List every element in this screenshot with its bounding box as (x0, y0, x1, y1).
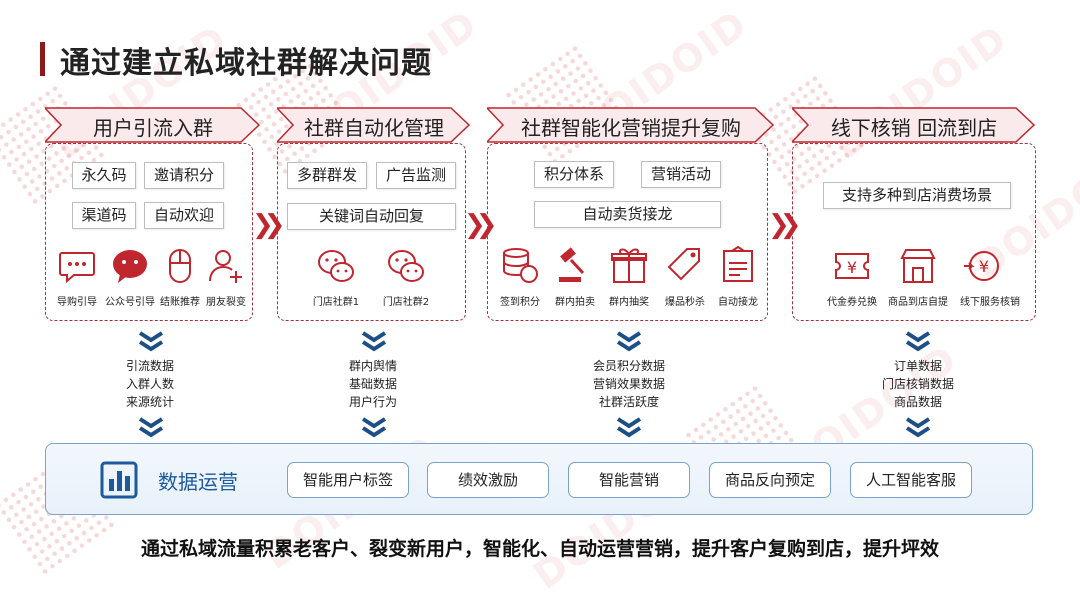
ops-smart-user-tags: 智能用户标签 (287, 462, 409, 498)
data-item: 入群人数 (125, 377, 174, 391)
chevron-down-icon (361, 331, 387, 352)
data-item: 用户行为 (348, 395, 397, 409)
tag-multi-consumption-scenes: 支持多种到店消费场景 (823, 182, 1011, 209)
add-user-icon (209, 250, 242, 283)
ops-reverse-preorder: 商品反向预定 (709, 462, 831, 498)
stage-4-title: 线下核销 回流到店 (830, 116, 998, 140)
tag-auto-welcome: 自动欢迎 (144, 202, 224, 229)
icon-label: 公众号引导 (105, 297, 155, 308)
stage-1-data: 引流数据 入群人数 来源统计 (110, 357, 190, 411)
wechat-icon (113, 250, 147, 283)
chat-icon (59, 252, 95, 284)
stage-4-header: 线下核销 回流到店 (792, 107, 1036, 143)
data-item: 会员积分数据 (592, 359, 665, 373)
chevron-down-icon (138, 331, 164, 352)
ops-ai-customer-service: 人工智能客服 (850, 462, 972, 498)
chevron-down-icon (616, 331, 642, 352)
data-item: 社群活跃度 (598, 395, 659, 409)
wechat-icon (318, 250, 354, 282)
svg-text:¥: ¥ (979, 257, 989, 276)
data-item: 商品数据 (893, 395, 942, 409)
chevron-down-icon (905, 331, 931, 352)
coins-icon (503, 248, 538, 283)
chevron-down-icon (616, 417, 642, 438)
chevron-down-icon (138, 417, 164, 438)
receipt-icon (723, 245, 753, 282)
tag-marketing-activity: 营销活动 (641, 161, 721, 188)
data-operations-label: 数据运营 (158, 470, 238, 494)
icon-label: 朋友裂变 (206, 297, 246, 308)
icon-label: 代金券兑换 (827, 297, 877, 308)
tag-invite-points: 邀请积分 (144, 162, 224, 189)
tag-channel-code: 渠道码 (72, 202, 136, 229)
tag-permanent-code: 永久码 (72, 162, 136, 189)
icon-label: 门店社群1 (312, 297, 360, 308)
tag-multi-group-send: 多群群发 (287, 162, 367, 189)
tag-keyword-auto-reply: 关键词自动回复 (287, 203, 456, 230)
title-accent-bar (40, 42, 45, 76)
data-item: 营销效果数据 (592, 377, 665, 391)
stage-2-header: 社群自动化管理 (277, 107, 471, 143)
icon-label: 群内抽奖 (609, 297, 649, 308)
data-item: 引流数据 (125, 359, 174, 373)
chevron-down-icon (905, 417, 931, 438)
stage-2-box (277, 143, 466, 321)
store-icon (900, 249, 936, 283)
stage-3-header: 社群智能化营销提升复购 (487, 107, 775, 143)
tag-points-system: 积分体系 (534, 161, 614, 188)
ops-performance-incentive: 绩效激励 (427, 462, 549, 498)
gift-icon (611, 248, 647, 283)
stage-2-title: 社群自动化管理 (304, 116, 444, 140)
coupon-icon: ¥ (835, 253, 869, 279)
icon-label: 爆品秒杀 (665, 297, 705, 308)
conclusion-text: 通过私域流量积累老客户、裂变新用户，智能化、自动运营营销，提升客户复购到店，提升… (140, 538, 939, 560)
wechat-icon (388, 250, 424, 282)
tag-ad-monitor: 广告监测 (376, 162, 456, 189)
icon-label: 门店社群2 (382, 297, 430, 308)
data-item: 群内舆情 (348, 359, 397, 373)
price-tag-icon (667, 248, 700, 281)
icon-label: 自动接龙 (718, 297, 758, 308)
icon-label: 结账推荐 (160, 297, 200, 308)
flow-arrow: ❯❯ (252, 210, 285, 240)
data-item: 订单数据 (893, 359, 942, 373)
icon-label: 商品到店自提 (888, 297, 948, 308)
icon-label: 导购引导 (57, 297, 97, 308)
icon-label: 签到积分 (500, 297, 540, 308)
yen-refresh-icon: ¥ (964, 251, 999, 281)
data-item: 来源统计 (125, 395, 174, 409)
flow-arrow: ❯❯ (464, 210, 497, 240)
stage-2-data: 群内舆情 基础数据 用户行为 (333, 357, 413, 411)
data-item: 基础数据 (348, 377, 397, 391)
stage-3-box (487, 143, 768, 321)
page-title: 通过建立私域社群解决问题 (60, 46, 432, 81)
ops-smart-marketing: 智能营销 (568, 462, 690, 498)
stage-1-box (45, 143, 253, 321)
chevron-down-icon (361, 417, 387, 438)
svg-text:¥: ¥ (847, 258, 857, 277)
stage-1-title: 用户引流入群 (93, 116, 213, 140)
mouse-icon (169, 249, 191, 283)
data-item: 门店核销数据 (881, 377, 954, 391)
icon-label: 线下服务核销 (960, 297, 1020, 308)
flow-arrow: ❯❯ (768, 210, 801, 240)
stage-3-data: 会员积分数据 营销效果数据 社群活跃度 (574, 357, 684, 411)
auction-icon (559, 247, 585, 282)
stage-1-header: 用户引流入群 (45, 107, 261, 143)
stage-4-box (792, 143, 1036, 321)
icon-label: 群内拍卖 (555, 297, 595, 308)
stage-3-title: 社群智能化营销提升复购 (521, 116, 741, 140)
bar-chart-icon (100, 461, 138, 499)
tag-auto-sell-chain: 自动卖货接龙 (534, 201, 721, 228)
stage-4-data: 订单数据 门店核销数据 商品数据 (863, 357, 973, 411)
